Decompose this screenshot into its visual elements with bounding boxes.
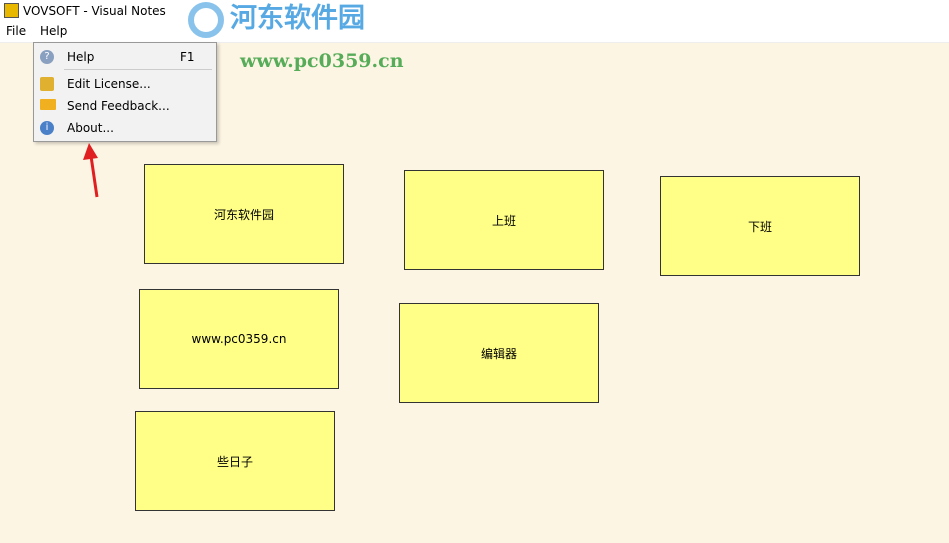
note[interactable]: 下班 [660, 176, 860, 276]
help-icon: ? [40, 50, 54, 64]
menu-help[interactable]: Help [40, 24, 68, 38]
key-icon [40, 77, 54, 91]
note[interactable]: www.pc0359.cn [139, 289, 339, 389]
note[interactable]: 些日子 [135, 411, 335, 511]
watermark-url: www.pc0359.cn [240, 50, 404, 72]
envelope-icon [40, 99, 56, 110]
menu-item-label: Edit License... [67, 77, 151, 91]
help-dropdown-menu: ? Help F1 Edit License... Send Feedback.… [33, 42, 217, 142]
note[interactable]: 河东软件园 [144, 164, 344, 264]
menu-file[interactable]: File [6, 24, 27, 38]
menu-item-help[interactable]: ? Help F1 [34, 46, 216, 68]
menu-item-edit-license[interactable]: Edit License... [34, 73, 216, 95]
watermark-text: 河东软件园 [230, 3, 365, 34]
title-bar: VOVSOFT - Visual Notes [0, 0, 949, 22]
note[interactable]: 编辑器 [399, 303, 599, 403]
shortcut-label: F1 [180, 50, 195, 64]
note[interactable]: 上班 [404, 170, 604, 270]
menu-item-send-feedback[interactable]: Send Feedback... [34, 95, 216, 117]
menu-item-label: Send Feedback... [67, 99, 170, 113]
watermark-logo-icon [188, 2, 224, 38]
menu-item-label: About... [67, 121, 114, 135]
menu-item-about[interactable]: i About... [34, 117, 216, 139]
menu-item-label: Help [67, 50, 95, 64]
menu-bar: File Help [0, 22, 949, 43]
window-title: VOVSOFT - Visual Notes [23, 4, 166, 18]
menu-separator [64, 69, 212, 70]
app-icon [4, 3, 19, 18]
info-icon: i [40, 121, 54, 135]
